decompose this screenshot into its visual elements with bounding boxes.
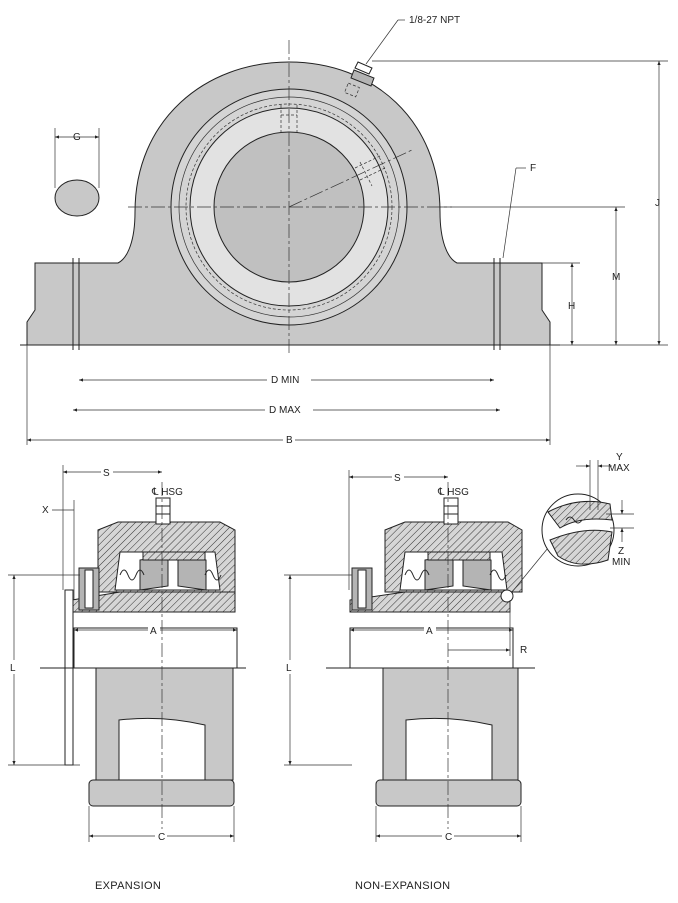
- dim-z-min-label: MIN: [612, 557, 630, 568]
- dim-z-label: Z: [618, 546, 624, 557]
- nonexp-dim-l-label: L: [286, 663, 292, 674]
- nonexp-dim-s-label: S: [394, 473, 401, 484]
- expansion-section-view: S X ℄ HSG A L C EXPANSION: [8, 465, 246, 892]
- dim-d-min-label: D MIN: [271, 375, 299, 386]
- dim-m-label: M: [612, 272, 620, 283]
- exp-cl-hsg-label: ℄ HSG: [151, 487, 183, 498]
- dim-h-label: H: [568, 301, 575, 312]
- exp-dim-c-label: C: [158, 832, 165, 843]
- dim-y-max-label: MAX: [608, 463, 630, 474]
- dim-b-label: B: [286, 435, 293, 446]
- expansion-caption: EXPANSION: [95, 880, 161, 892]
- fitting-size-label: 1/8-27 NPT: [409, 15, 460, 26]
- dim-f-label: F: [530, 163, 536, 174]
- dim-j-label: J: [655, 198, 660, 209]
- nonexp-dim-a-label: A: [426, 626, 433, 637]
- exp-dim-x-label: X: [42, 505, 49, 516]
- non-expansion-caption: NON-EXPANSION: [355, 880, 450, 892]
- exp-dim-s-label: S: [103, 468, 110, 479]
- dim-y-label: Y: [616, 452, 623, 463]
- top-elevation-view: 1/8-27 NPT G F J M H D MIN D MAX B: [20, 15, 668, 446]
- nonexp-cl-hsg-label: ℄ HSG: [437, 487, 469, 498]
- non-expansion-section-view: S ℄ HSG A R L C Y MAX Z MIN NON-EXPANSIO…: [284, 452, 634, 892]
- bolt-slot-oval: [54, 179, 100, 217]
- exp-dim-a-label: A: [150, 626, 157, 637]
- dim-d-max-label: D MAX: [269, 405, 301, 416]
- grease-fitting-icon: [344, 61, 375, 98]
- dim-g-label: G: [73, 132, 81, 143]
- seal-detail-bubble: [541, 493, 615, 567]
- nonexp-dim-c-label: C: [445, 832, 452, 843]
- nonexp-dim-r-label: R: [520, 645, 527, 656]
- exp-dim-l-label: L: [10, 663, 16, 674]
